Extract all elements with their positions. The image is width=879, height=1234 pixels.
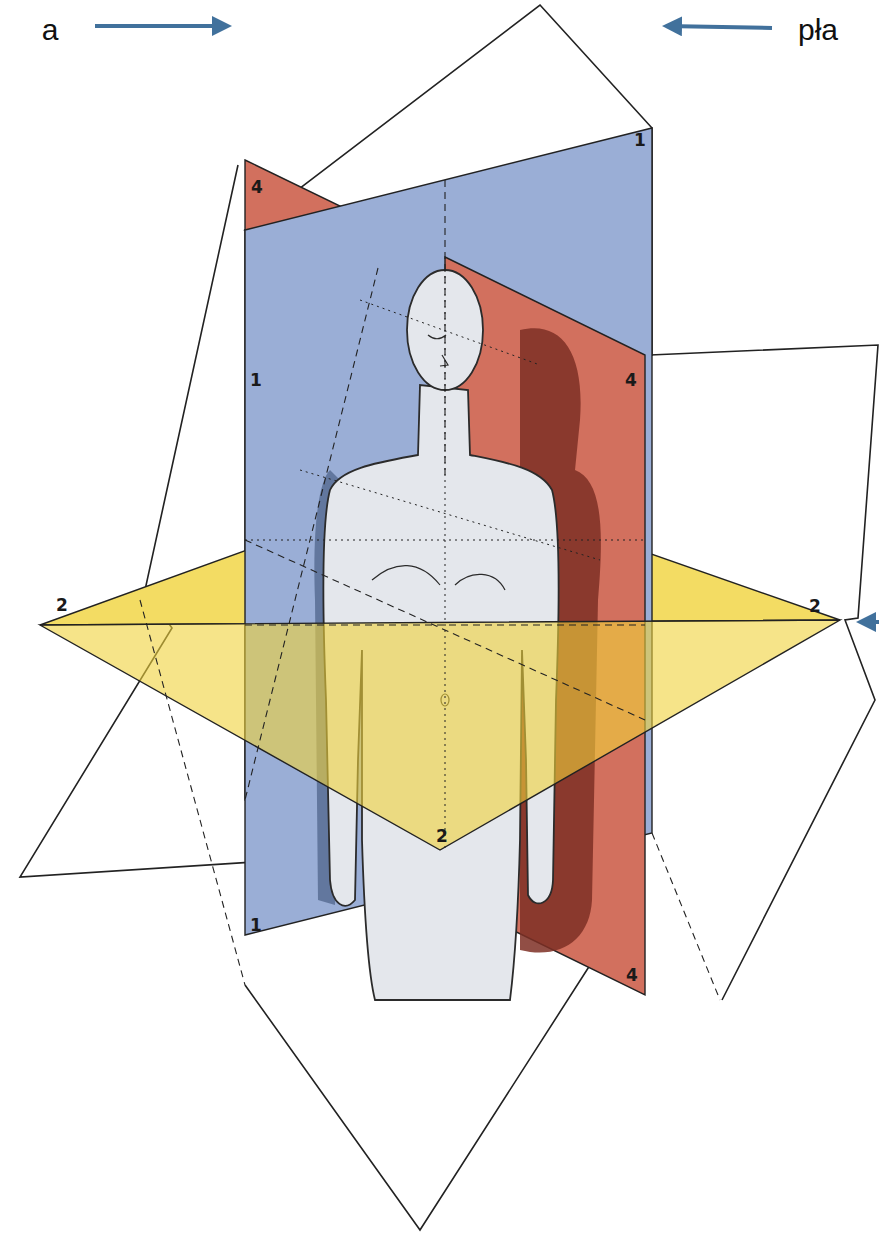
plane-number: 1 xyxy=(250,917,262,934)
transverse-plane xyxy=(40,620,840,850)
oblique-plane xyxy=(20,5,878,1230)
hidden-edge xyxy=(245,270,645,850)
hidden-edge xyxy=(140,180,720,1000)
plane-number: 4 xyxy=(625,372,637,389)
plane-number: 4 xyxy=(626,967,638,984)
plane-number: 2 xyxy=(809,598,821,615)
plane-name: a xyxy=(42,15,59,45)
plane-number: 1 xyxy=(634,132,646,149)
pointer-arrow xyxy=(95,26,879,622)
plane-number: 1 xyxy=(250,372,262,389)
plane-number: 2 xyxy=(56,597,68,614)
plane-name: pła xyxy=(798,15,838,45)
plane-number: 2 xyxy=(436,828,448,845)
plane-number: 4 xyxy=(251,179,263,196)
